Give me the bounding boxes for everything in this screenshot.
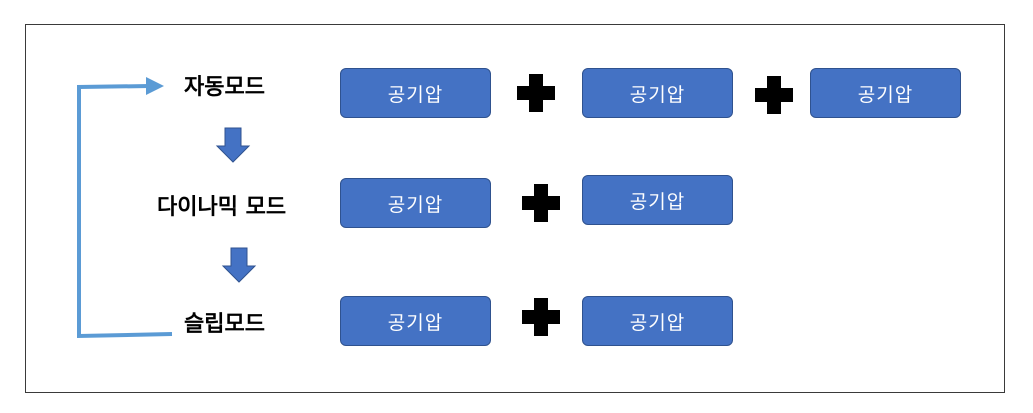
air-pressure-block: 공기압: [582, 175, 733, 225]
plus-icon: [522, 298, 560, 336]
mode-label-auto: 자동모드: [184, 75, 265, 100]
loop-back-line: [77, 84, 173, 339]
down-arrow-icon-1: [215, 127, 251, 163]
air-pressure-block: 공기압: [340, 68, 491, 118]
air-pressure-block: 공기압: [582, 296, 733, 346]
down-arrow-icon-2: [221, 247, 257, 283]
loop-back-arrowhead-icon: [146, 77, 164, 95]
plus-icon: [755, 76, 793, 114]
air-pressure-block: 공기압: [340, 296, 491, 346]
air-pressure-block: 공기압: [582, 68, 733, 118]
plus-icon: [522, 184, 560, 222]
air-pressure-block: 공기압: [810, 68, 961, 118]
mode-label-sleep: 슬립모드: [184, 312, 265, 337]
plus-icon: [517, 74, 555, 112]
mode-label-dynamic: 다이나믹 모드: [157, 195, 287, 220]
air-pressure-block: 공기압: [340, 178, 491, 228]
